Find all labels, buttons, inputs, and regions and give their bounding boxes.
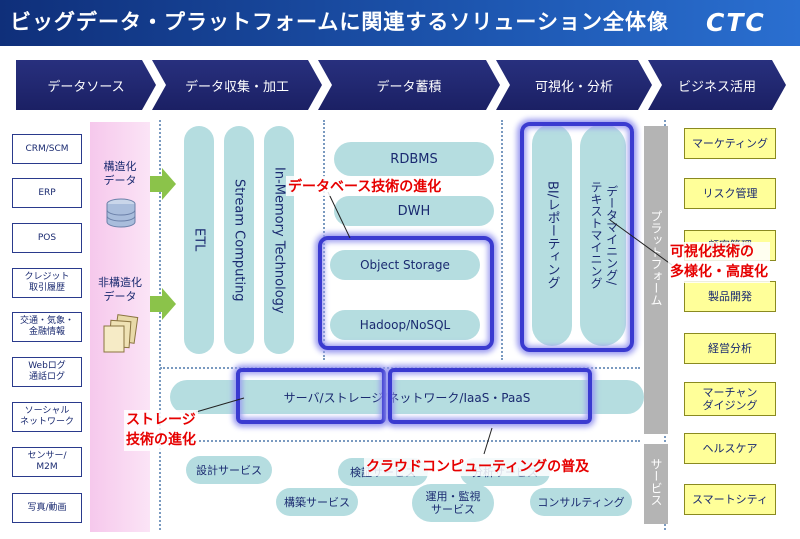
bi-label: BI/レポーティング — [544, 180, 560, 290]
structured-data-label: 構造化 データ — [103, 160, 137, 187]
viz-data-mining: データマイニング/ テキストマイニング — [580, 124, 626, 346]
platform-bar — [644, 126, 668, 434]
business-risk: リスク管理 — [684, 178, 776, 209]
viz-highlight — [520, 122, 634, 352]
stage-collection: データ収集・加工 — [152, 60, 322, 110]
business-product: 製品開発 — [684, 281, 776, 312]
services-label: サービス — [649, 458, 663, 506]
database-icon — [106, 198, 136, 228]
stream-label: Stream Computing — [231, 178, 247, 302]
service-design: 設計サービス — [186, 456, 272, 484]
business-merchandising: マーチャン ダイジング — [684, 382, 776, 416]
divider — [159, 120, 161, 530]
storage-highlight — [318, 236, 494, 350]
source-traffic-weather: 交通・気象・ 金融情報 — [12, 312, 82, 342]
platform-label: プラットフォーム — [649, 210, 663, 306]
business-management: 経営分析 — [684, 333, 776, 364]
storage-dwh: DWH — [334, 196, 494, 226]
source-erp: ERP — [12, 178, 82, 208]
storage-infra-highlight — [236, 368, 386, 424]
business-healthcare: ヘルスケア — [684, 433, 776, 464]
storage-hadoop: Hadoop/NoSQL — [330, 310, 480, 340]
business-marketing: マーケティング — [684, 128, 776, 159]
collection-etl: ETL — [184, 126, 214, 354]
inmemory-label: In-Memory Technology — [271, 166, 287, 314]
storage-rdbms: RDBMS — [334, 142, 494, 176]
source-credit: クレジット 取引履歴 — [12, 268, 82, 298]
etl-label: ETL — [191, 228, 207, 252]
arrow-right-icon — [150, 288, 176, 320]
callout-cloud: クラウドコンピューティングの普及 — [364, 456, 592, 476]
source-crm-scm: CRM/SCM — [12, 134, 82, 164]
source-sensor: センサー/ M2M — [12, 447, 82, 477]
collection-stream: Stream Computing — [224, 126, 254, 354]
collection-inmemory: In-Memory Technology — [264, 126, 294, 354]
divider — [160, 440, 640, 442]
business-smartcity: スマートシティ — [684, 484, 776, 515]
stage-storage: データ蓄積 — [318, 60, 500, 110]
unstructured-data-label: 非構造化 データ — [98, 276, 142, 303]
callout-visualization: 可視化技術の 多様化・高度化 — [668, 242, 770, 283]
source-social: ソーシャル ネットワーク — [12, 402, 82, 432]
ctc-logo: CTC — [706, 8, 766, 37]
documents-icon — [103, 314, 139, 353]
callout-database: データベース技術の進化 — [286, 176, 444, 196]
divider — [501, 120, 503, 360]
stage-data-source: データソース — [16, 60, 156, 110]
service-build: 構築サービス — [276, 488, 358, 516]
services-bar — [644, 444, 668, 524]
stage-visualization: 可視化・分析 — [496, 60, 652, 110]
title-bar — [0, 0, 800, 46]
infra-band: サーバ/ストレージ/ネットワーク/IaaS・PaaS — [170, 380, 644, 414]
stage-business: ビジネス活用 — [648, 60, 786, 110]
service-operation: 運用・監視 サービス — [412, 484, 494, 522]
service-consulting: コンサルティング — [530, 488, 632, 516]
callout-storage: ストレージ 技術の進化 — [124, 410, 198, 451]
source-photo-video: 写真/動画 — [12, 493, 82, 523]
arrow-right-icon — [150, 168, 176, 200]
viz-bi-reporting: BI/レポーティング — [532, 124, 572, 346]
source-web-log: Webログ 通話ログ — [12, 357, 82, 387]
storage-object: Object Storage — [330, 250, 480, 280]
source-pos: POS — [12, 223, 82, 253]
cloud-infra-highlight — [388, 368, 592, 424]
page-title: ビッグデータ・プラットフォームに関連するソリューション全体像 — [10, 10, 669, 34]
mining-label: データマイニング/ テキストマイニング — [589, 181, 619, 289]
